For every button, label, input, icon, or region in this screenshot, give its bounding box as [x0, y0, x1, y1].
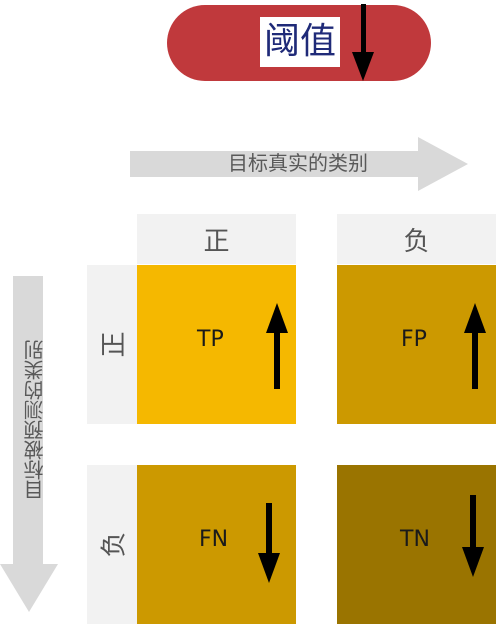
actual-class-label: 目标真实的类别 — [228, 151, 368, 175]
row-header-negative: 负 — [87, 465, 137, 624]
cell-tp: TP — [137, 265, 296, 424]
up-arrow-icon — [464, 303, 486, 389]
row-header-positive: 正 — [87, 265, 137, 424]
predicted-class-label: 目标被预测的类别 — [23, 340, 47, 500]
down-arrow-icon — [462, 495, 484, 577]
threshold-down-arrow-icon — [352, 4, 374, 81]
cell-label: TP — [197, 327, 224, 352]
column-header-negative: 负 — [337, 214, 496, 264]
cell-tn: TN — [337, 465, 496, 624]
cell-fn: FN — [137, 465, 296, 624]
predicted-class-arrow-icon — [0, 276, 58, 612]
cell-fp: FP — [337, 265, 496, 424]
cell-label: TN — [400, 527, 430, 552]
cell-label: FP — [401, 327, 427, 352]
column-header-positive: 正 — [137, 214, 296, 264]
cell-label: FN — [199, 527, 229, 552]
down-arrow-icon — [258, 503, 280, 583]
threshold-label: 阈值 — [260, 17, 340, 67]
up-arrow-icon — [266, 303, 288, 389]
actual-class-arrow-icon — [130, 137, 468, 191]
